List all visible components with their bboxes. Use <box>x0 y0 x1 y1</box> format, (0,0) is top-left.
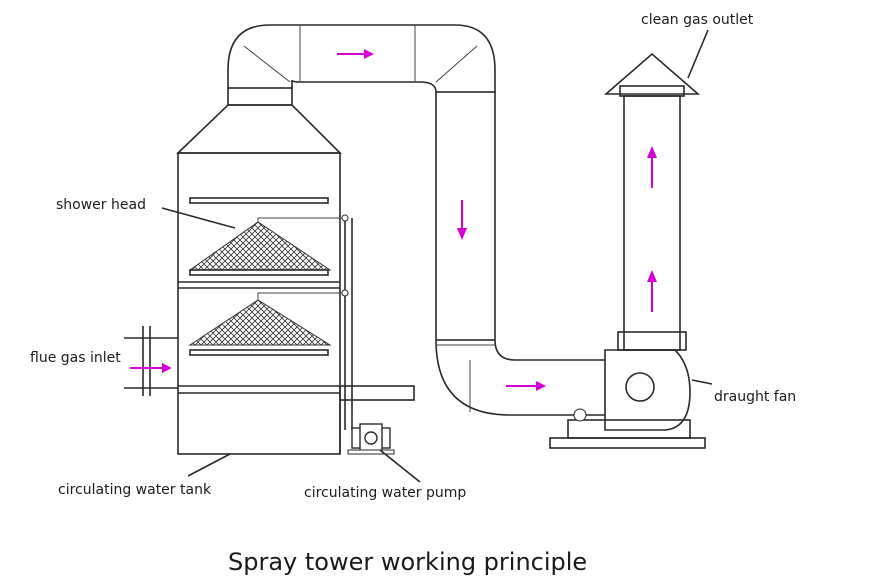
diagram-caption: Spray tower working principle <box>228 548 588 576</box>
tank-side <box>339 385 415 401</box>
spray-tower <box>124 87 415 455</box>
tower-neck <box>227 87 293 106</box>
rain-cap <box>603 52 701 95</box>
label-clean-gas-outlet: clean gas outlet <box>641 12 754 28</box>
valve-upper <box>341 214 349 222</box>
down-duct <box>435 91 496 341</box>
exhaust-stack <box>603 52 701 351</box>
top-duct-inner <box>291 79 437 93</box>
flow-arrow-top-duct <box>337 49 374 59</box>
lower-packing-tray <box>189 349 329 356</box>
tower-hood <box>176 104 342 154</box>
upper-spray-pipe <box>257 217 345 222</box>
fan-motor-circle <box>625 372 655 402</box>
bottom-elbow-outer <box>435 339 605 416</box>
flow-arrow-down-duct <box>457 200 467 240</box>
label-circulating-water-pump: circulating water pump <box>304 485 467 501</box>
label-shower-head: shower head <box>56 197 146 213</box>
leader-water-tank <box>187 453 231 477</box>
elbow-seam-2 <box>435 45 478 83</box>
lower-spray-cone <box>188 299 332 346</box>
bottom-elbow-inner <box>494 339 605 361</box>
flow-arrows <box>130 49 657 391</box>
elbow-seam-1 <box>243 45 291 83</box>
upper-mist-eliminator <box>189 197 329 204</box>
leader-shower-head <box>161 207 236 229</box>
top-duct-outer <box>227 24 496 92</box>
label-circulating-water-tank: circulating water tank <box>58 482 212 498</box>
flow-arrow-bottom-duct <box>506 381 546 391</box>
flow-arrow-inlet <box>130 363 172 373</box>
fan-housing <box>604 349 691 431</box>
label-draught-fan: draught fan <box>714 389 797 405</box>
leader-lines <box>161 29 713 483</box>
fan-plinth <box>549 437 706 449</box>
leader-draught-fan <box>691 379 713 385</box>
upper-packing-tray <box>189 269 329 276</box>
label-flue-gas-inlet: flue gas inlet <box>30 350 121 366</box>
flow-arrow-stack-lower <box>647 270 657 312</box>
stack-flange <box>617 331 687 351</box>
lower-spray-pipe <box>257 292 345 300</box>
leader-clean-gas-outlet <box>687 29 709 79</box>
upper-spray-cone <box>188 221 332 271</box>
ductwork <box>227 24 605 416</box>
valve-lower <box>341 289 349 297</box>
flow-arrow-stack-upper <box>647 146 657 188</box>
leader-water-pump <box>379 449 421 483</box>
fan-bearing <box>573 408 587 422</box>
draught-fan <box>549 349 706 449</box>
stack-collar <box>619 85 685 97</box>
tower-body <box>177 152 341 455</box>
pump-body <box>347 423 395 455</box>
